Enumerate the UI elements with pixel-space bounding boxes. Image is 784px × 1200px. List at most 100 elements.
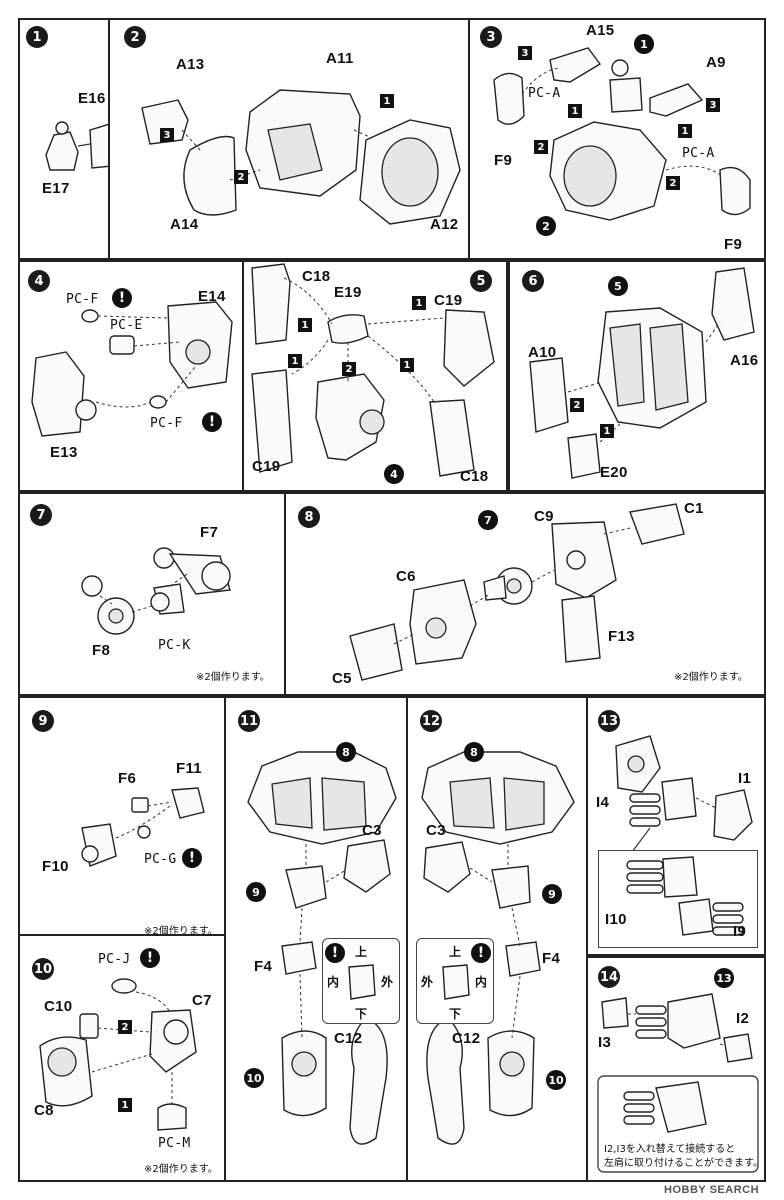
part-label: E14: [198, 288, 226, 305]
part-label: F7: [200, 524, 219, 541]
sub-step-marker: 1: [298, 318, 312, 332]
step-reference-marker: 8: [336, 742, 356, 762]
orientation-inset: 上 ! 外 内 下: [416, 938, 494, 1024]
sub-step-marker: 3: [518, 46, 532, 60]
step-reference-marker: 5: [608, 276, 628, 296]
alternate-hand-drawing: [626, 856, 744, 936]
part-label: C5: [332, 670, 352, 687]
make-two-note: ※2個作ります。: [144, 1164, 218, 1175]
step-14-panel: 14 13 I3 I2 I2,I3を入れ替えて接続すると 左肩に取り付けることが…: [586, 956, 766, 1182]
warning-icon: !: [182, 848, 202, 868]
step-number: 4: [28, 270, 50, 292]
part-label: C12: [334, 1030, 363, 1047]
part-label: C7: [192, 992, 212, 1009]
part-label: F11: [176, 760, 202, 777]
sub-step-marker: 1: [412, 296, 426, 310]
step-2-drawing: [141, 89, 461, 225]
part-label: C1: [684, 500, 704, 517]
part-label: F4: [542, 950, 561, 967]
part-label: I10: [605, 911, 627, 928]
swap-note-line-2: 左肩に取り付けることができます。: [604, 1158, 763, 1169]
orientation-part-drawing: [442, 964, 470, 1000]
sub-step-marker: 3: [706, 98, 720, 112]
pc-label: PC-M: [158, 1136, 191, 1151]
step-number: 5: [470, 270, 492, 292]
part-label: C8: [34, 1102, 54, 1119]
step-reference-marker: 13: [714, 968, 734, 988]
swap-note-line-1: I2,I3を入れ替えて接続すると: [604, 1144, 736, 1155]
part-label: A15: [586, 22, 615, 39]
step-reference-marker: 9: [542, 884, 562, 904]
step-6-drawing: [529, 267, 755, 479]
orientation-inset: ! 上 内 外 下: [322, 938, 400, 1024]
part-label: E19: [334, 284, 362, 301]
part-label: E17: [42, 180, 70, 197]
part-label: A11: [326, 50, 354, 67]
watermark: HOBBY SEARCH: [664, 1184, 760, 1196]
pc-label: PC-F: [66, 292, 99, 307]
step-number: 9: [32, 710, 54, 732]
step-10-drawing: [39, 978, 197, 1131]
part-label: C6: [396, 568, 416, 585]
pc-label: PC-A: [528, 86, 561, 101]
make-two-note: ※2個作ります。: [674, 672, 748, 683]
part-label: I2: [736, 1010, 750, 1027]
step-reference-marker: 7: [478, 510, 498, 530]
pc-label: PC-K: [158, 638, 191, 653]
step-number: 1: [26, 26, 48, 48]
part-label: C12: [452, 1030, 481, 1047]
step-reference-marker: 1: [634, 34, 654, 54]
part-label: A12: [430, 216, 459, 233]
part-label: C19: [252, 458, 281, 475]
step-reference-marker: 10: [546, 1070, 566, 1090]
part-label: I3: [598, 1034, 612, 1051]
part-label: I9: [733, 923, 747, 940]
part-label: F13: [608, 628, 635, 645]
step-4-drawing: [31, 301, 233, 437]
sub-step-marker: 2: [118, 1020, 132, 1034]
step-number: 7: [30, 504, 52, 526]
step-reference-marker: 2: [536, 216, 556, 236]
part-label: C18: [302, 268, 331, 285]
step-number: 2: [124, 26, 146, 48]
make-two-note: ※2個作ります。: [196, 672, 270, 683]
sub-step-marker: 2: [570, 398, 584, 412]
warning-icon: !: [112, 288, 132, 308]
part-label: I1: [738, 770, 752, 787]
orient-down: 下: [355, 1007, 368, 1021]
step-5-panel: 5 C18 E19 C19 C19 C18 1 1 1 2 1 4: [242, 260, 508, 492]
step-8-drawing: [349, 503, 685, 681]
part-label: C18: [460, 468, 489, 485]
alternate-assembly-inset: I10 I9: [598, 850, 758, 948]
part-label: I4: [596, 794, 610, 811]
warning-icon: !: [202, 412, 222, 432]
part-label: F8: [92, 642, 111, 659]
sub-step-marker: 2: [666, 176, 680, 190]
sub-step-marker: 2: [342, 362, 356, 376]
step-reference-marker: 9: [246, 882, 266, 902]
part-label: F6: [118, 770, 137, 787]
part-label: A10: [528, 344, 557, 361]
part-label: C3: [426, 822, 446, 839]
step-13-panel: 13 I4 I1 I10 I9: [586, 696, 766, 956]
part-label: C10: [44, 998, 73, 1015]
sub-step-marker: 1: [288, 354, 302, 368]
part-label: E13: [50, 444, 78, 461]
part-label: F10: [42, 858, 69, 875]
step-14-drawing: [597, 993, 759, 1173]
orient-up: 上: [355, 945, 368, 959]
make-two-note: ※2個作ります。: [144, 926, 218, 936]
sub-step-marker: 1: [568, 104, 582, 118]
part-label: C9: [534, 508, 554, 525]
step-reference-marker: 8: [464, 742, 484, 762]
step-number: 12: [420, 710, 442, 732]
step-reference-marker: 4: [384, 464, 404, 484]
step-number: 8: [298, 506, 320, 528]
pc-label: PC-E: [110, 318, 143, 333]
orient-up: 上: [449, 945, 462, 959]
orient-in: 内: [327, 975, 340, 989]
part-label: F4: [254, 958, 273, 975]
step-7-drawing: [81, 547, 231, 635]
sub-step-marker: 1: [380, 94, 394, 108]
